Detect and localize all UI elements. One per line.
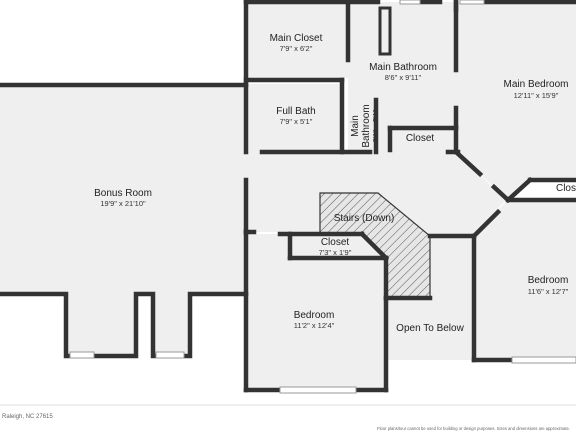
closet-mid-label: Closet: [321, 237, 350, 248]
stairs-label: Stairs (Down): [334, 213, 395, 224]
main-bedroom-floor: [456, 2, 576, 200]
hallway-floor: [246, 152, 506, 236]
small-bathroom-label-1: Main: [350, 115, 361, 137]
open-gap-floor: [430, 236, 474, 298]
footer-disclaimer: Floor plans/tour cannot be used for buil…: [377, 426, 570, 431]
main-bathroom-dims: 8'6" x 9'11": [385, 73, 422, 82]
full-bath-label: Full Bath: [276, 106, 315, 117]
closet-mid-floor: [290, 234, 386, 258]
main-closet-floor: [246, 2, 348, 78]
room-labels: Main Closet 7'9" x 6'2" Main Bathroom 8'…: [94, 33, 576, 334]
open-to-below-floor: [386, 298, 474, 360]
main-closet-label: Main Closet: [270, 33, 323, 44]
bedroom-right-floor: [472, 200, 576, 360]
closet-far-right-label: Clos: [556, 183, 576, 194]
small-bathroom-dims: 3'1" x 5'1": [371, 109, 380, 142]
bedroom-mid-label: Bedroom: [294, 310, 335, 321]
closet-right-label: Closet: [406, 133, 435, 144]
walls: [0, 0, 576, 393]
bedroom-right-label: Bedroom: [528, 275, 569, 286]
bedroom-mid-floor: [246, 234, 386, 390]
bonus-room-floor: [0, 85, 246, 356]
main-bedroom-label: Main Bedroom: [503, 79, 568, 90]
bonus-room-dims: 19'9" x 21'10": [100, 199, 146, 208]
main-closet-dims: 7'9" x 6'2": [280, 44, 313, 53]
closet-mid-dims: 7'3" x 1'9": [319, 248, 352, 257]
main-bathroom-label: Main Bathroom: [369, 62, 437, 73]
bonus-room-label: Bonus Room: [94, 188, 152, 199]
small-bathroom-label-2: Bathroom: [361, 104, 372, 147]
floor-areas: [0, 2, 576, 390]
footer-location: Raleigh, NC 27615: [2, 414, 53, 420]
full-bath-floor: [246, 84, 342, 152]
bedroom-right-dims: 11'6" x 12'7": [528, 287, 569, 296]
main-bedroom-dims: 12'11" x 15'9": [514, 91, 559, 100]
bedroom-mid-dims: 11'2" x 12'4": [294, 321, 335, 330]
windows: [69, 0, 576, 394]
open-to-below-label: Open To Below: [396, 323, 464, 334]
full-bath-dims: 7'9" x 5'1": [280, 117, 313, 126]
